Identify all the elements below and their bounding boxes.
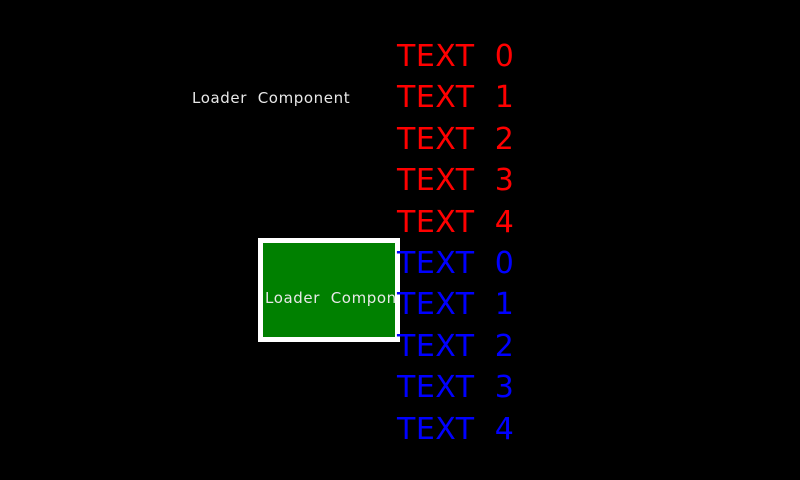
loader-component-box-label: Loader Component — [265, 289, 397, 307]
text-row[interactable]: TEXT 3 — [397, 163, 515, 199]
text-row[interactable]: TEXT 2 — [397, 328, 515, 364]
text-row[interactable]: TEXT 2 — [397, 121, 515, 157]
text-row[interactable]: TEXT 4 — [397, 204, 515, 240]
text-row-list: TEXT 0 TEXT 1 TEXT 2 TEXT 3 TEXT 4 TEXT … — [397, 36, 637, 450]
loader-component-box[interactable]: Loader Component — [258, 238, 400, 342]
text-row[interactable]: TEXT 1 — [397, 80, 515, 116]
text-row[interactable]: TEXT 1 — [397, 287, 515, 323]
text-row[interactable]: TEXT 4 — [397, 411, 515, 447]
text-row[interactable]: TEXT 0 — [397, 39, 515, 74]
text-row[interactable]: TEXT 3 — [397, 370, 515, 406]
loader-component-label: Loader Component — [192, 89, 351, 107]
text-row[interactable]: TEXT 0 — [397, 245, 515, 281]
